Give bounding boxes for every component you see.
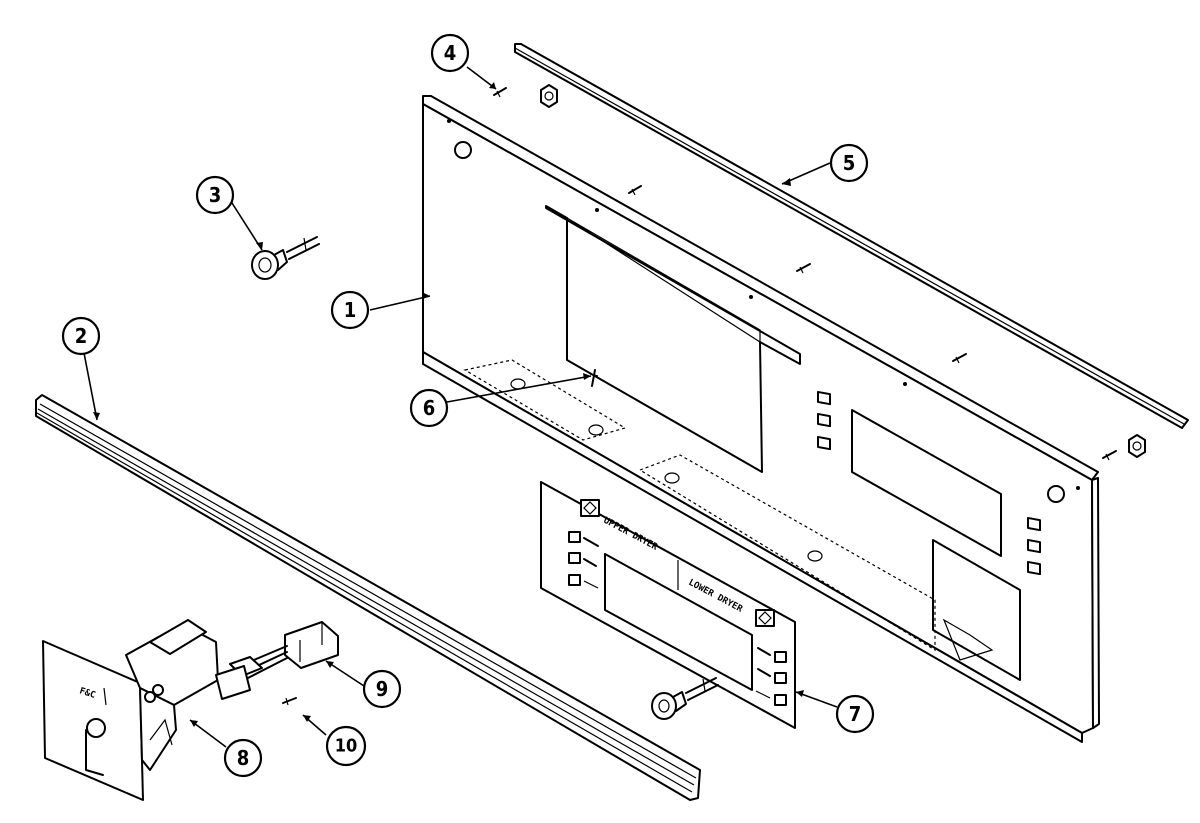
callout-6-number: 6 (423, 396, 436, 420)
part-6-screw (589, 369, 599, 387)
part-4-screws (493, 87, 1117, 461)
screw-icon (628, 185, 642, 196)
callout-2-number: 2 (75, 324, 88, 348)
callout-8-number: 8 (237, 746, 250, 770)
part-8-switch-assembly: F&C (42, 619, 219, 801)
part-3-knob (251, 236, 320, 280)
callout-8: 8 (223, 738, 263, 778)
callout-3-number: 3 (209, 183, 222, 207)
callout-10-number: 10 (335, 736, 358, 757)
callout-7-number: 7 (849, 702, 862, 726)
part-1-control-panel (422, 95, 1100, 743)
callout-3: 3 (195, 175, 235, 215)
callout-10: 10 (325, 725, 367, 767)
overlay-knob (651, 677, 719, 720)
callout-9: 9 (362, 669, 402, 709)
leader-lines (83, 66, 838, 748)
screw-icon (952, 353, 967, 364)
part-5-top-trim-strip (514, 43, 1189, 429)
svg-text:F&C: F&C (78, 686, 97, 701)
hex-nut-icon (540, 84, 558, 108)
callout-4: 4 (430, 33, 470, 73)
screw-icon (796, 263, 811, 274)
callout-4-number: 4 (444, 41, 457, 65)
screw-icon (1102, 450, 1117, 461)
hex-nut-icon (1128, 434, 1146, 458)
callout-9-number: 9 (376, 677, 389, 701)
callout-5-number: 5 (843, 151, 856, 175)
callout-7: 7 (835, 694, 875, 734)
part-10-screw (282, 697, 297, 706)
callout-6: 6 (409, 388, 449, 428)
callout-1: 1 (330, 290, 370, 330)
part-2-gasket-strip (35, 394, 701, 801)
callout-5: 5 (829, 143, 869, 183)
callout-2: 2 (61, 316, 101, 356)
callout-1-number: 1 (344, 298, 357, 322)
hex-nuts (540, 84, 1146, 458)
part-9-connector (215, 621, 339, 700)
screw-icon (493, 87, 507, 98)
